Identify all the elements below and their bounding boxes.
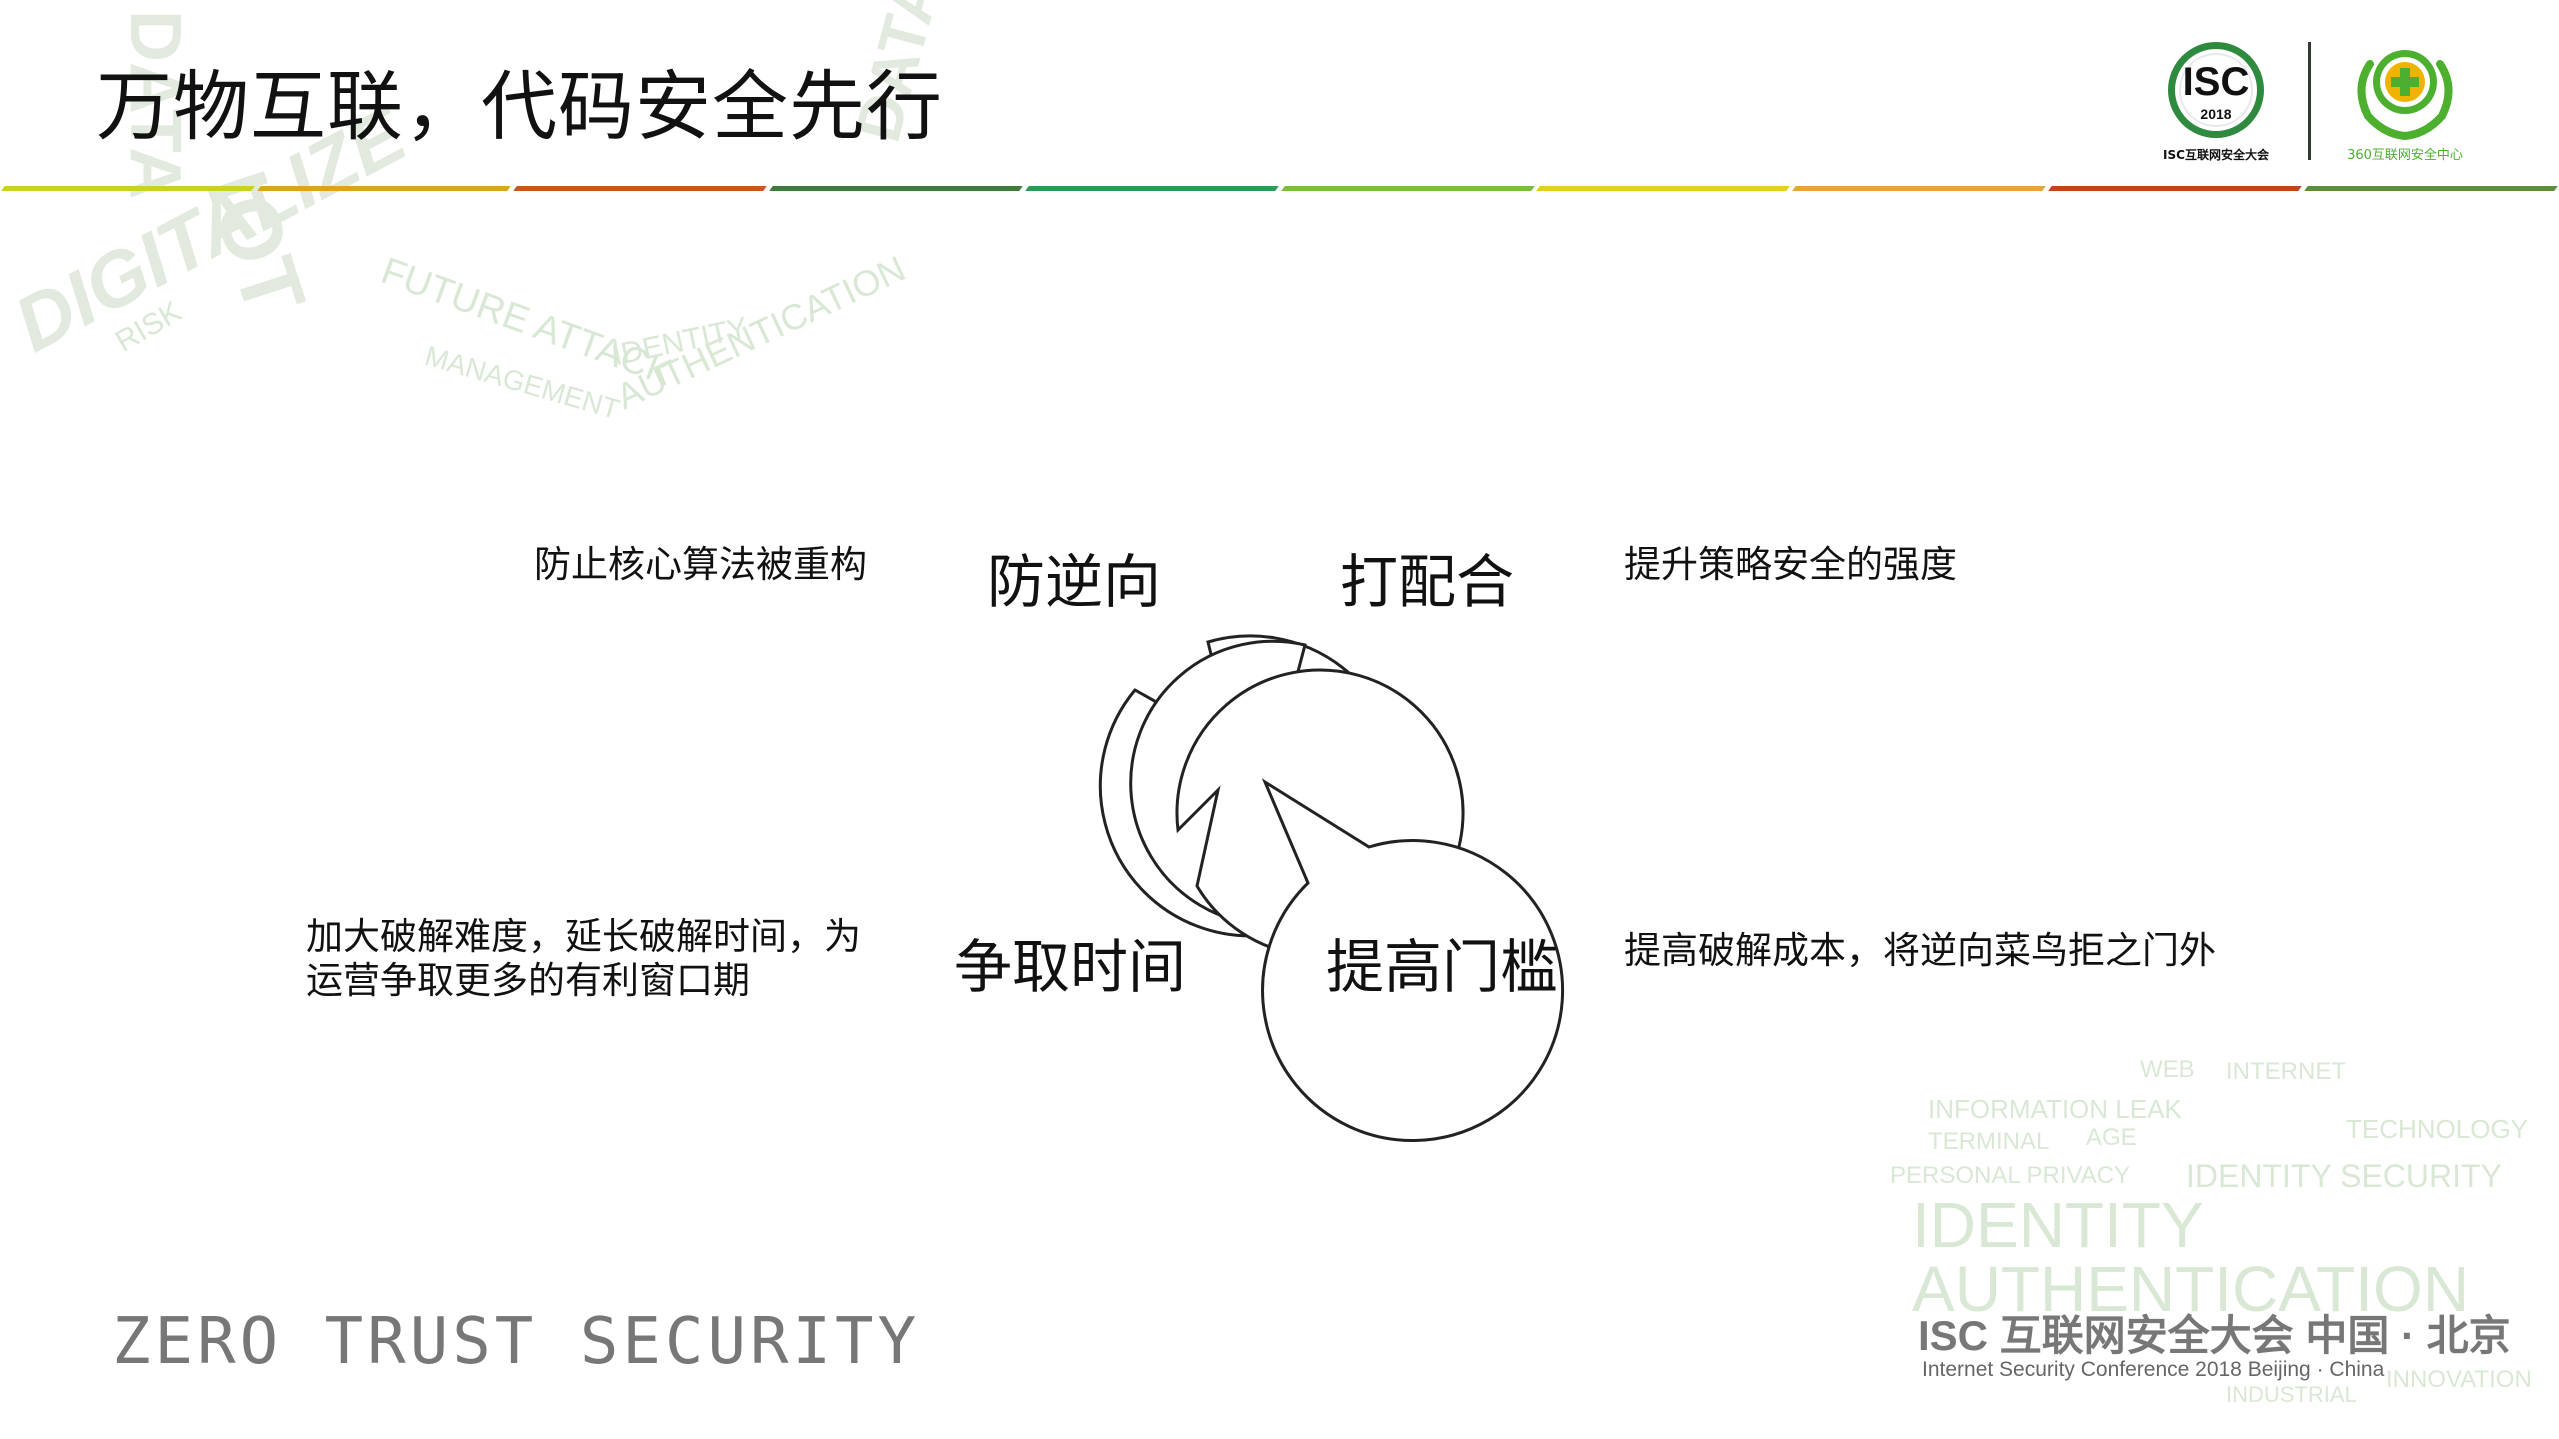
isc-logo-main: ISC [2182,60,2250,104]
bubble-label-anti-reverse: 防逆向 [986,548,1161,616]
isc-logo-caption: ISC互联网安全大会 [2163,148,2269,162]
watermark-word: IDENTITY [1912,1189,2204,1261]
description-cooperation: 提升策略安全的强度 [1624,543,1957,586]
laurel-shield-icon [2357,50,2453,141]
description-gain-time-line2: 运营争取更多的有利窗口期 [306,959,750,1002]
watermark-word: WEB [2140,1056,2195,1083]
description-anti-reverse: 防止核心算法被重构 [534,543,867,586]
footer-zero-trust: ZERO TRUST SECURITY [112,1305,921,1379]
footer-conference-title: ISC 互联网安全大会 中国 · 北京 [1918,1312,2511,1359]
bubble-label-cooperation: 打配合 [1339,548,1514,616]
watermark-word: TERMINAL [1928,1128,2050,1155]
bubble-label-gain-time: 争取时间 [953,933,1186,1001]
watermark-word: INNOVATION [2386,1366,2532,1393]
isc-logo-year: 2018 [2200,106,2232,122]
watermark-word: INDUSTRIAL [2226,1382,2357,1407]
watermark-word: TECHNOLOGY [2346,1114,2529,1144]
security-center-logo: 360互联网安全中心 [2330,36,2480,166]
watermark-word: INFORMATION LEAK [1928,1094,2182,1124]
watermark-word: INTERNET [2226,1058,2346,1085]
speech-bubble-bottom-right [1261,778,1565,1143]
watermark-word: AUTHENTICATION [1912,1253,2470,1325]
description-raise-threshold: 提高破解成本，将逆向菜鸟拒之门外 [1624,929,2216,972]
isc-logo-mark [2168,42,2264,138]
bubble-label-raise-threshold: 提高门槛 [1325,933,1558,1001]
watermark-word: PERSONAL PRIVACY [1890,1162,2131,1189]
security-center-caption: 360互联网安全中心 [2347,148,2463,163]
description-gain-time-line1: 加大破解难度，延长破解时间，为 [306,915,861,958]
watermark-word: IDENTITY SECURITY [2186,1158,2502,1194]
slide-title: 万物互联，代码安全先行 [96,62,943,151]
isc-logo: ISC 2018 ISC互联网安全大会 [2150,40,2290,170]
footer-conference-subtitle: Internet Security Conference 2018 Beijin… [1922,1358,2385,1381]
watermark-word: AGE [2086,1124,2137,1151]
logo-divider [2308,42,2311,160]
